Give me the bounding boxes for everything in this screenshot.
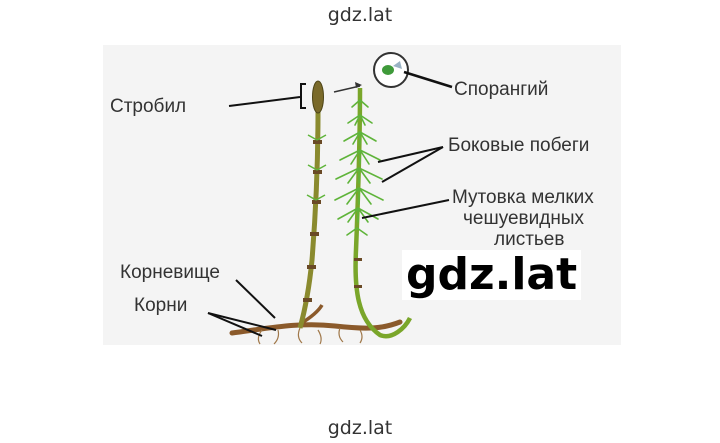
fertile-stem [297,111,321,329]
label-whorl-line1: Мутовка мелких [452,187,594,208]
strobil-to-inset-arrowhead [355,82,362,88]
label-strobil: Стробил [110,96,186,117]
rhizome-leader [235,279,276,319]
fertile-stem-sheaths [306,134,327,201]
label-whorl-line2: чешуевидных [463,208,585,229]
label-whorl-line3: листьев [494,229,564,250]
roots [257,327,363,345]
sporangium-icon [382,65,394,75]
watermark-top: gdz.lat [327,4,393,26]
roots-leader-2 [207,312,277,331]
roots-leader-1 [207,312,263,337]
label-lateral-shoots: Боковые побеги [448,135,589,156]
label-rhizome: Корневище [120,262,220,283]
fertile-stem-nodes [303,140,322,302]
watermark-center: gdz.lat [402,250,582,300]
whorl-leader [361,199,450,219]
strobil-leader [228,96,301,107]
label-roots: Корни [134,295,187,316]
sporangium-leader [403,70,453,89]
lateral-shoots-leader-lower [381,146,444,183]
strobil-to-inset-arrow [333,85,361,93]
strobilus [312,80,324,114]
label-sporangium: Спорангий [454,79,548,100]
whorls-of-lateral-shoots [334,99,384,236]
watermark-bottom: gdz.lat [327,417,393,439]
rhizome [229,319,403,336]
sterile-stem-nodes [354,258,362,288]
lateral-shoots-leader-upper [377,146,444,163]
strobil-bracket [300,83,306,109]
sporangiophore [393,61,402,69]
